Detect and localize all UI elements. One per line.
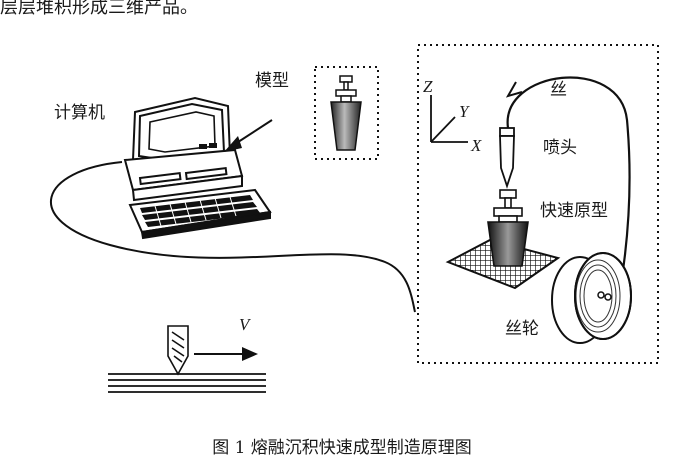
axis-y-label: Y: [459, 102, 469, 121]
computer-cable: [50, 161, 416, 313]
axis-x-label: X: [471, 136, 482, 155]
prototype-label: 快速原型: [540, 201, 608, 221]
keyboard-keys: [140, 195, 261, 227]
top-text-fragment: 层层堆积形成三维产品。: [0, 0, 198, 18]
filament-arrow: [505, 81, 523, 98]
spool: [551, 252, 632, 344]
keyboard-key-grid: [154, 196, 237, 227]
extrusion-detail: [108, 325, 266, 393]
spool-label: 丝轮: [505, 319, 539, 339]
detail-nozzle: [167, 325, 189, 376]
filament-label: 丝: [550, 80, 567, 100]
model-label: 模型: [255, 71, 289, 91]
filament-line: [506, 76, 631, 291]
axis-z-label: Z: [423, 77, 433, 96]
model-shape: [330, 75, 362, 151]
prototype: [487, 189, 529, 267]
computer-label: 计算机: [54, 103, 105, 123]
nozzle: [499, 127, 515, 189]
nozzle-label: 喷头: [543, 138, 577, 158]
model-arrow: [224, 119, 273, 152]
deposit-layers: [108, 373, 266, 393]
velocity-arrow: [194, 347, 258, 361]
model-box: [314, 66, 379, 160]
velocity-label: V: [239, 315, 250, 334]
axes: [430, 95, 468, 143]
machine-enclosure: [417, 44, 659, 364]
figure-caption: 图 1 熔融沉积快速成型制造原理图: [212, 438, 472, 458]
